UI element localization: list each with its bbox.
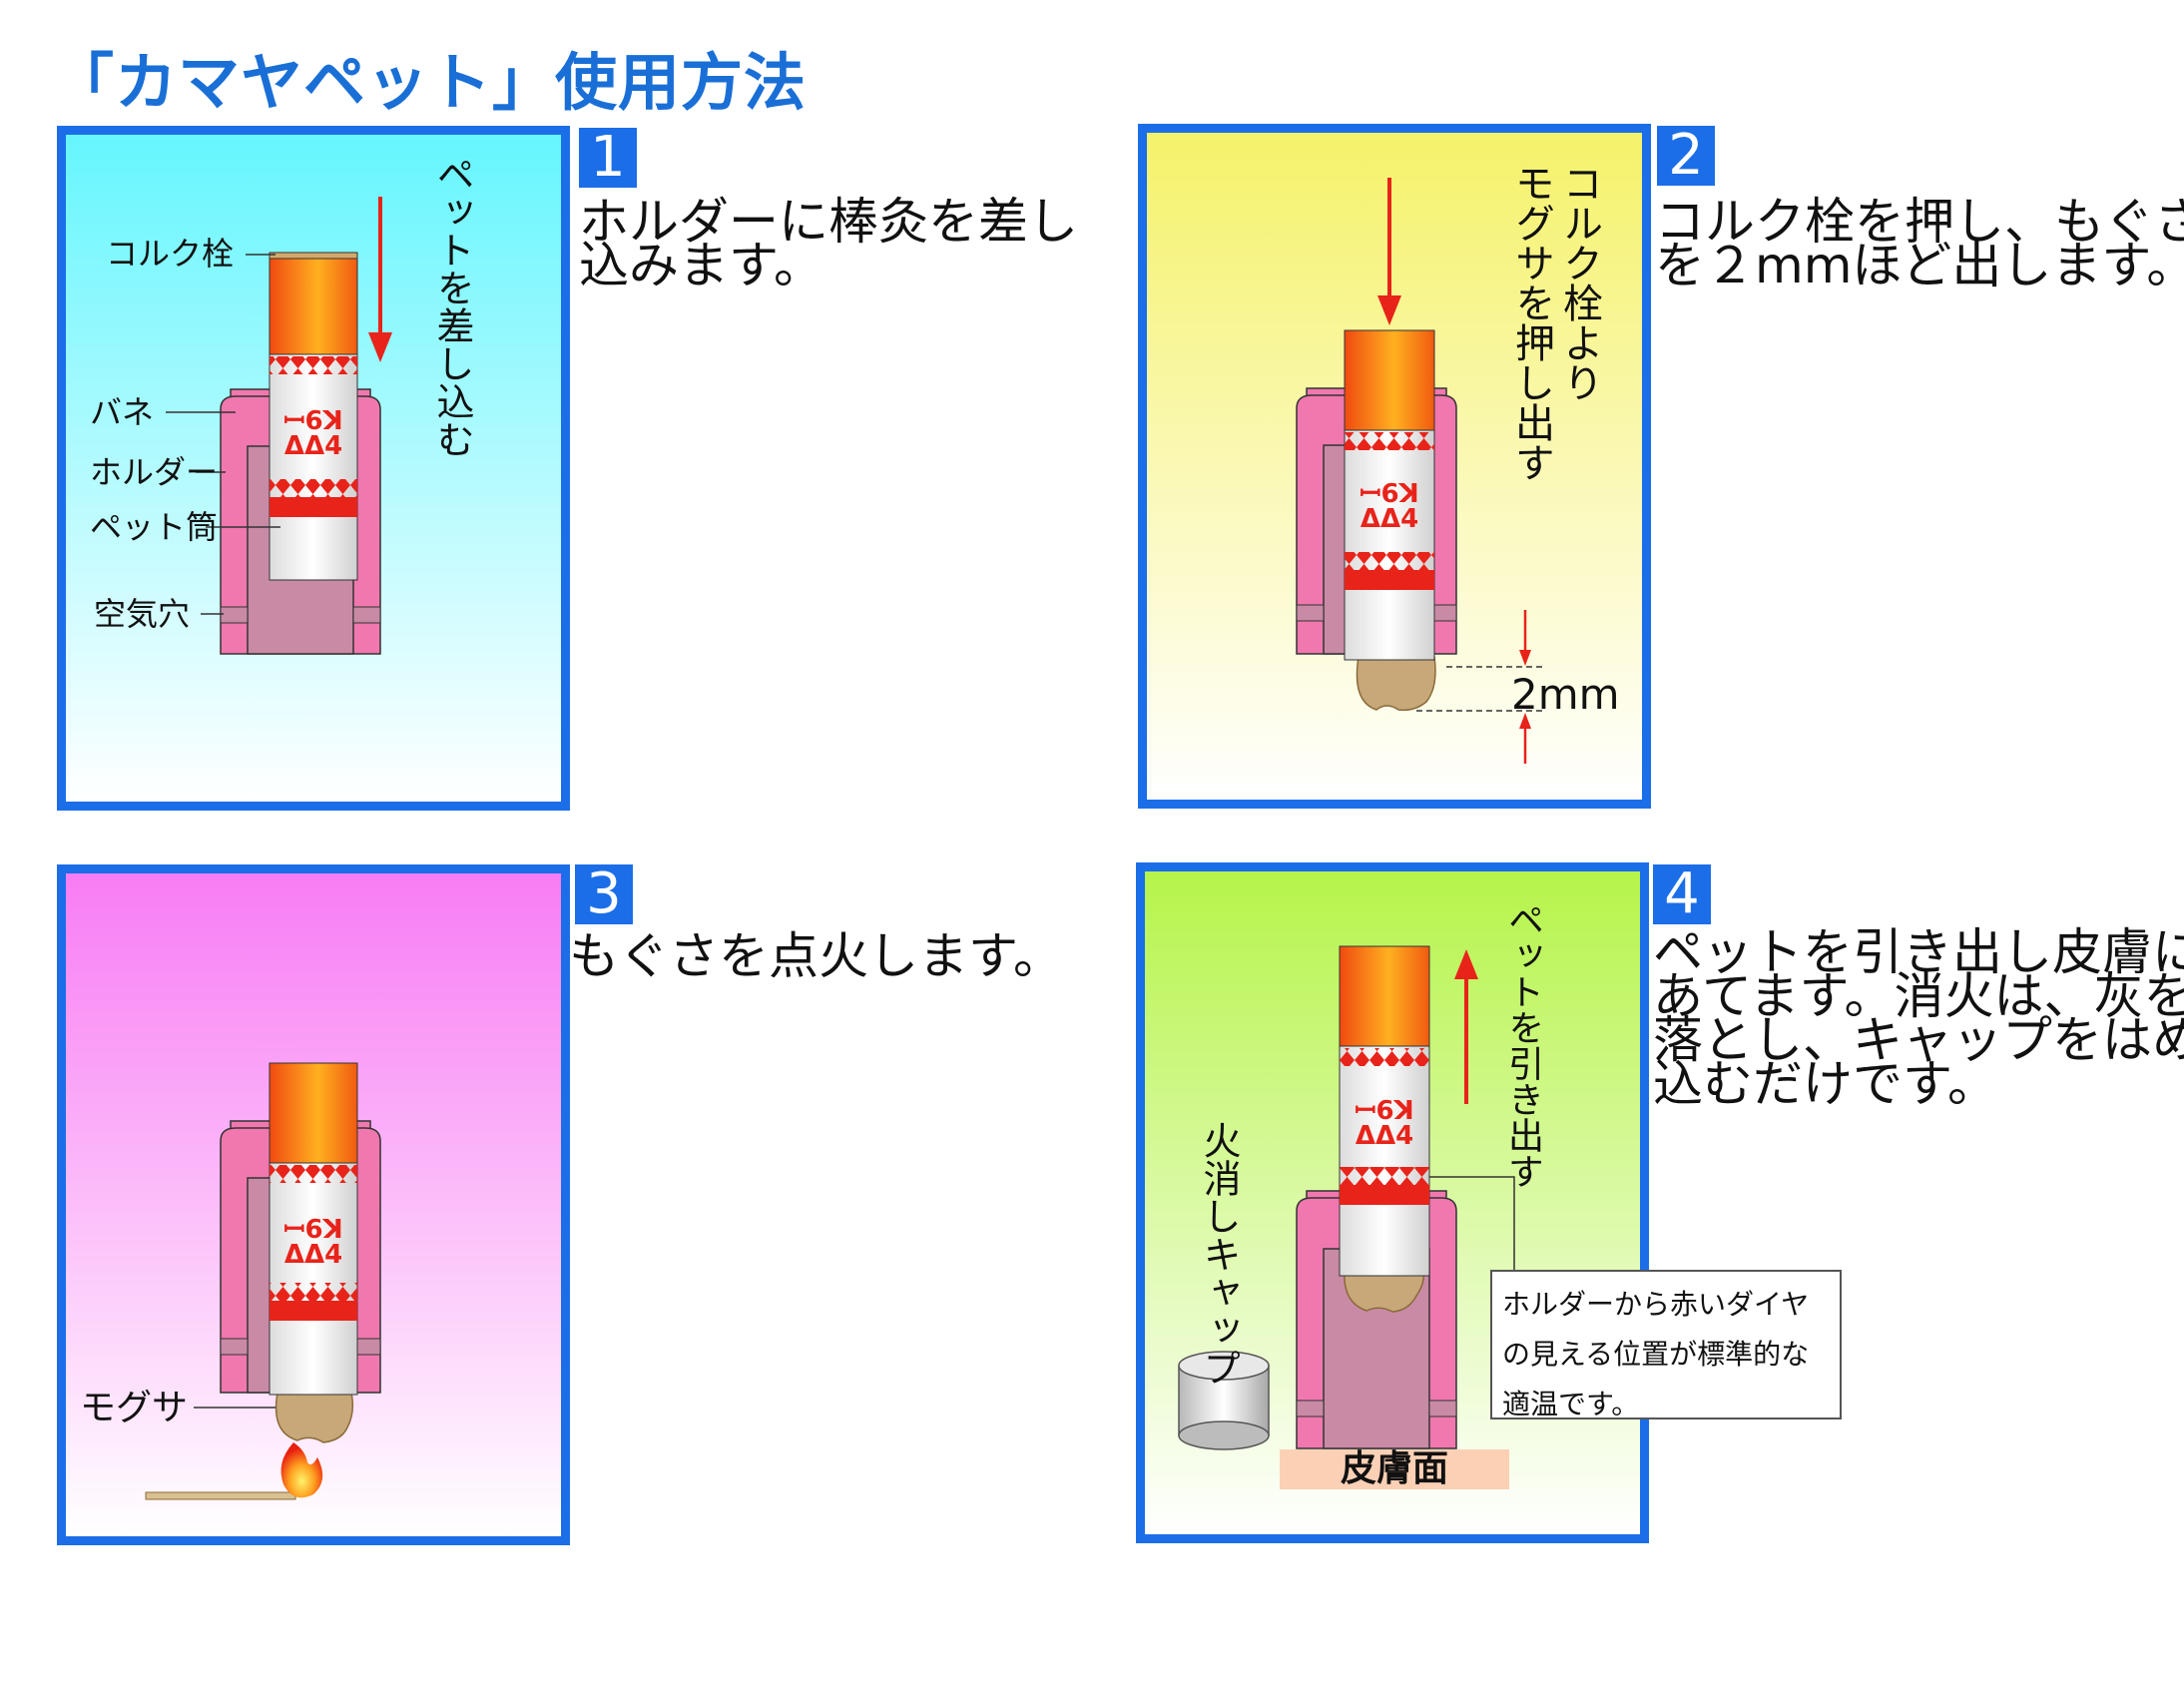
step-4-line: ペットを引き出し皮膚に xyxy=(1653,923,2184,981)
step-2-arrow-label-2: モグサを押し出す xyxy=(1508,163,1554,482)
svg-text:ΔΔ4: ΔΔ4 xyxy=(284,1240,342,1270)
step-1-arrow-label: ペットを差し込む xyxy=(430,155,474,458)
step-4-line: 込むだけです。 xyxy=(1653,1055,1997,1113)
step-4-panel: ꟷ6ꓘ ΔΔ4 ペットを引き出す 火消しキャップ xyxy=(1136,862,1649,1543)
temperature-note: ホルダーから赤いダイヤ の見える位置が標準的な 適温です。 xyxy=(1490,1270,1842,1420)
note-line: の見える位置が標準的な xyxy=(1502,1338,1810,1371)
step-4-number: 4 xyxy=(1653,864,1711,924)
step-3-line: もぐさを点火します。 xyxy=(569,927,1063,985)
svg-text:ΔΔ4: ΔΔ4 xyxy=(284,431,342,461)
svg-text:ΔΔ4: ΔΔ4 xyxy=(1356,1121,1413,1151)
step-3-panel: ꟷ6ꓘ ΔΔ4 モグサ xyxy=(57,864,570,1545)
step-4-arrow-label: ペットを引き出す xyxy=(1502,901,1543,1189)
step-2-illustration: ꟷ6ꓘ ΔΔ4 xyxy=(1147,133,1642,800)
measure-label: 2mm xyxy=(1511,670,1620,719)
note-line: 適温です。 xyxy=(1502,1388,1640,1420)
svg-text:ꟷ6ꓘ: ꟷ6ꓘ xyxy=(283,406,342,436)
step-1-illustration: ꟷ6ꓘ ΔΔ4 xyxy=(66,135,561,802)
step-3-description: もぐさを点火します。 xyxy=(569,927,1063,985)
step-1-line: ホルダーに棒灸を差し xyxy=(579,193,1078,251)
svg-text:ꟷ6ꓘ: ꟷ6ꓘ xyxy=(1360,479,1418,509)
svg-text:ΔΔ4: ΔΔ4 xyxy=(1361,504,1418,534)
flame-icon xyxy=(280,1442,323,1498)
step-2-line: コルク栓を押し、もぐさ xyxy=(1655,193,2184,251)
label-holder: ホルダー xyxy=(90,453,219,491)
step-2-line: を２mmほど出します。 xyxy=(1655,237,2184,294)
step-4-line: あてます。消火は、灰を xyxy=(1653,967,2184,1025)
fire-cap-label: 火消しキャップ xyxy=(1197,1121,1241,1387)
step-1-number: 1 xyxy=(579,128,637,188)
step-2-number: 2 xyxy=(1657,126,1715,186)
step-1-panel: ꟷ6ꓘ ΔΔ4 ペットを差し込む コルク栓 バネ ホルダー ペット筒 空気穴 xyxy=(57,126,570,811)
pet-tube: ꟷ6ꓘ ΔΔ4 xyxy=(269,252,358,581)
step-4-description: ペットを引き出し皮膚に あてます。消火は、灰を 落とし、キャップをはめ 込むだけ… xyxy=(1653,923,2184,1113)
label-spring: バネ xyxy=(90,393,155,431)
step-3-illustration: ꟷ6ꓘ ΔΔ4 xyxy=(66,873,561,1536)
step-2-panel: ꟷ6ꓘ ΔΔ4 コルク栓より モグサを押し出す 2mm xyxy=(1138,124,1651,809)
label-tube: ペット筒 xyxy=(90,508,219,546)
label-air-hole: 空気穴 xyxy=(94,595,191,633)
note-line: ホルダーから赤いダイヤ xyxy=(1502,1288,1810,1321)
step-1-description: ホルダーに棒灸を差し 込みます。 xyxy=(579,193,1078,294)
svg-text:ꟷ6ꓘ: ꟷ6ꓘ xyxy=(1355,1096,1413,1126)
svg-text:ꟷ6ꓘ: ꟷ6ꓘ xyxy=(283,1215,342,1245)
step-4-line: 落とし、キャップをはめ xyxy=(1653,1011,2184,1069)
page-title: 「カマヤペット」使用方法 xyxy=(52,46,808,119)
label-moxa: モグサ xyxy=(80,1388,189,1428)
step-4-illustration: ꟷ6ꓘ ΔΔ4 xyxy=(1145,871,1640,1534)
step-2-arrow-label-1: コルク栓より xyxy=(1556,163,1602,402)
step-3-number: 3 xyxy=(575,864,633,924)
step-1-line: 込みます。 xyxy=(579,237,823,294)
fire-cap-icon xyxy=(1178,1351,1270,1450)
label-cork: コルク栓 xyxy=(106,235,235,273)
step-2-description: コルク栓を押し、もぐさ を２mmほど出します。 xyxy=(1655,193,2184,294)
skin-surface-label: 皮膚面 xyxy=(1280,1449,1509,1489)
